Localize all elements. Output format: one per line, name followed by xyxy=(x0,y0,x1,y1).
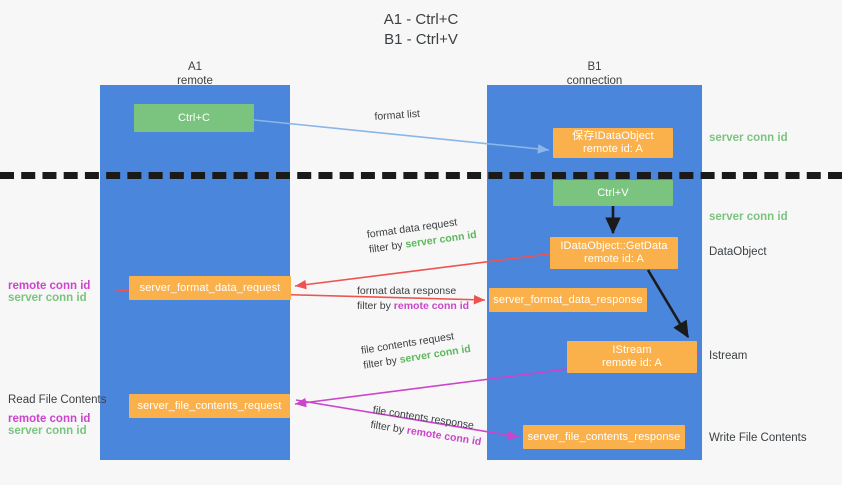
edge-label-token-highlight: remote conn id xyxy=(393,300,470,312)
side-label-write-file-contents: Write File Contents xyxy=(709,432,807,444)
node-server-file-contents-request[interactable]: server_file_contents_request xyxy=(129,394,290,418)
edge-label-format-data-response: format data response filter by remote con… xyxy=(357,284,469,314)
side-label-server-conn-id-2: server conn id xyxy=(709,211,788,223)
node-save-idataobject[interactable]: 保存IDataObject remote id: A xyxy=(553,128,673,158)
side-label-left-remote-conn-id-1: remote conn id xyxy=(8,280,91,292)
connector-ctrl-c-to-save xyxy=(253,119,550,154)
column-header-a1: A1 remote xyxy=(177,61,213,87)
connector-file-response-to-right xyxy=(295,399,520,440)
edge-label-token: filter by xyxy=(368,238,407,256)
node-server-format-data-request[interactable]: server_format_data_request xyxy=(129,276,291,300)
column-header-b1: B1 connection xyxy=(566,61,623,87)
edge-label-line: filter by remote conn id xyxy=(357,299,469,314)
diagram-title: A1 - Ctrl+C B1 - Ctrl+V xyxy=(383,11,459,48)
side-label-read-file-contents: Read File Contents xyxy=(8,394,107,406)
phase-divider xyxy=(0,172,842,179)
edge-label-token: format data response xyxy=(357,285,457,297)
side-label-istream-label: Istream xyxy=(709,350,748,362)
edge-label-token: format list xyxy=(374,107,421,123)
edge-label-token: filter by xyxy=(357,300,394,312)
side-label-left-server-conn-id-1: server conn id xyxy=(8,292,87,304)
edge-label-format-list: format list xyxy=(374,107,420,125)
side-label-left-remote-conn-id-2: remote conn id xyxy=(8,413,91,425)
side-label-dataobject: DataObject xyxy=(709,246,767,258)
node-ctrl-v[interactable]: Ctrl+V xyxy=(553,180,673,206)
node-istream[interactable]: IStream remote id: A xyxy=(567,341,697,373)
side-label-left-server-conn-id-2: server conn id xyxy=(8,425,87,437)
connector-request-to-left xyxy=(294,253,550,290)
node-ctrl-c[interactable]: Ctrl+C xyxy=(134,104,254,132)
node-server-format-data-response[interactable]: server_format_data_response xyxy=(489,288,647,312)
edge-label-line: format data response xyxy=(357,284,469,299)
edge-label-line: format list xyxy=(374,107,420,125)
side-label-server-conn-id-1: server conn id xyxy=(709,132,788,144)
connector-getdata-to-istream xyxy=(646,269,690,339)
node-server-file-contents-response[interactable]: server_file_contents_response xyxy=(523,425,685,449)
node-idataobject-getdata[interactable]: IDataObject::GetData remote id: A xyxy=(550,237,678,269)
